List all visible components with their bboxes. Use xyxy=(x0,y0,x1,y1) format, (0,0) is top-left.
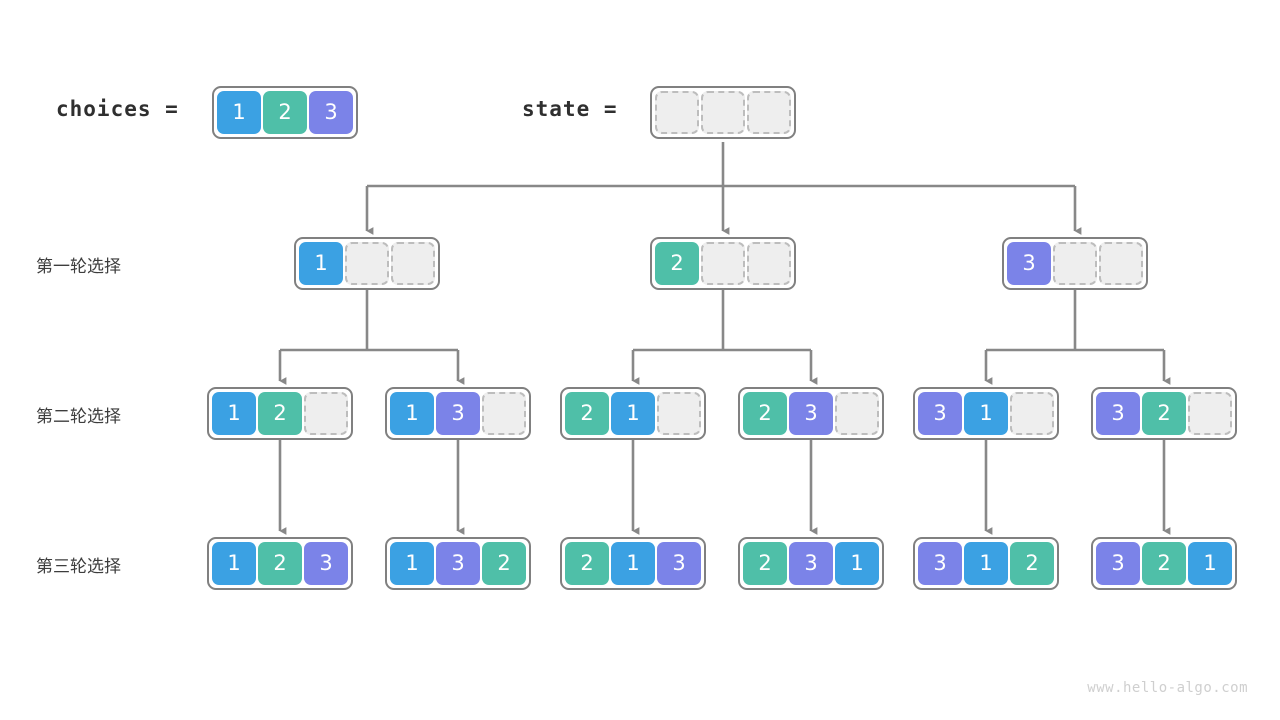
l2-node-4-cell-2: 3 xyxy=(789,392,833,435)
l1-node-1-cell-2 xyxy=(345,242,389,285)
l3-node-6-cell-2: 2 xyxy=(1142,542,1186,585)
row-caption-round-1: 第一轮选择 xyxy=(36,257,121,277)
l3-node-3-cell-1: 2 xyxy=(565,542,609,585)
state-cell-2 xyxy=(701,91,745,134)
l3-node-2-cell-1: 1 xyxy=(390,542,434,585)
l1-node-2-cell-1: 2 xyxy=(655,242,699,285)
l2-node-6-cell-2: 2 xyxy=(1142,392,1186,435)
l1-node-2-cell-3 xyxy=(747,242,791,285)
l3-node-6-cell-1: 3 xyxy=(1096,542,1140,585)
state-array xyxy=(650,86,796,139)
l2-node-6-cell-3 xyxy=(1188,392,1232,435)
l2-node-2-cell-3 xyxy=(482,392,526,435)
state-node-l1-1: 1 xyxy=(294,237,440,290)
l2-node-5-cell-3 xyxy=(1010,392,1054,435)
l3-node-1-cell-1: 1 xyxy=(212,542,256,585)
l3-node-2-cell-2: 3 xyxy=(436,542,480,585)
l2-node-1-cell-1: 1 xyxy=(212,392,256,435)
l3-node-4-cell-1: 2 xyxy=(743,542,787,585)
l3-node-5-cell-2: 1 xyxy=(964,542,1008,585)
choices-cell-3: 3 xyxy=(309,91,353,134)
l3-node-5-cell-1: 3 xyxy=(918,542,962,585)
l3-node-1-cell-2: 2 xyxy=(258,542,302,585)
l3-node-3-cell-2: 1 xyxy=(611,542,655,585)
state-node-l1-2: 2 xyxy=(650,237,796,290)
l1-node-3-cell-3 xyxy=(1099,242,1143,285)
l3-node-2-cell-3: 2 xyxy=(482,542,526,585)
choices-cell-1: 1 xyxy=(217,91,261,134)
l2-node-5-cell-2: 1 xyxy=(964,392,1008,435)
state-cell-3 xyxy=(747,91,791,134)
l2-node-1-cell-2: 2 xyxy=(258,392,302,435)
l2-node-1-cell-3 xyxy=(304,392,348,435)
state-node-l1-3: 3 xyxy=(1002,237,1148,290)
state-label: state = xyxy=(522,97,618,121)
l3-node-5-cell-3: 2 xyxy=(1010,542,1054,585)
l2-node-4-cell-1: 2 xyxy=(743,392,787,435)
choices-label: choices = xyxy=(56,97,179,121)
l2-node-3-cell-3 xyxy=(657,392,701,435)
l1-node-2-cell-2 xyxy=(701,242,745,285)
watermark: www.hello-algo.com xyxy=(1087,680,1248,696)
l1-node-1-cell-1: 1 xyxy=(299,242,343,285)
l2-node-2-cell-2: 3 xyxy=(436,392,480,435)
l2-node-2-cell-1: 1 xyxy=(390,392,434,435)
l1-node-3-cell-1: 3 xyxy=(1007,242,1051,285)
row-caption-round-3: 第三轮选择 xyxy=(36,557,121,577)
l1-node-1-cell-3 xyxy=(391,242,435,285)
l2-node-3-cell-2: 1 xyxy=(611,392,655,435)
l2-node-3-cell-1: 2 xyxy=(565,392,609,435)
choices-cell-2: 2 xyxy=(263,91,307,134)
l3-node-3-cell-3: 3 xyxy=(657,542,701,585)
l3-node-1-cell-3: 3 xyxy=(304,542,348,585)
l3-node-4-cell-3: 1 xyxy=(835,542,879,585)
l3-node-6-cell-3: 1 xyxy=(1188,542,1232,585)
row-caption-round-2: 第二轮选择 xyxy=(36,407,121,427)
l3-node-4-cell-2: 3 xyxy=(789,542,833,585)
l2-node-4-cell-3 xyxy=(835,392,879,435)
l2-node-5-cell-1: 3 xyxy=(918,392,962,435)
l2-node-6-cell-1: 3 xyxy=(1096,392,1140,435)
state-cell-1 xyxy=(655,91,699,134)
l1-node-3-cell-2 xyxy=(1053,242,1097,285)
